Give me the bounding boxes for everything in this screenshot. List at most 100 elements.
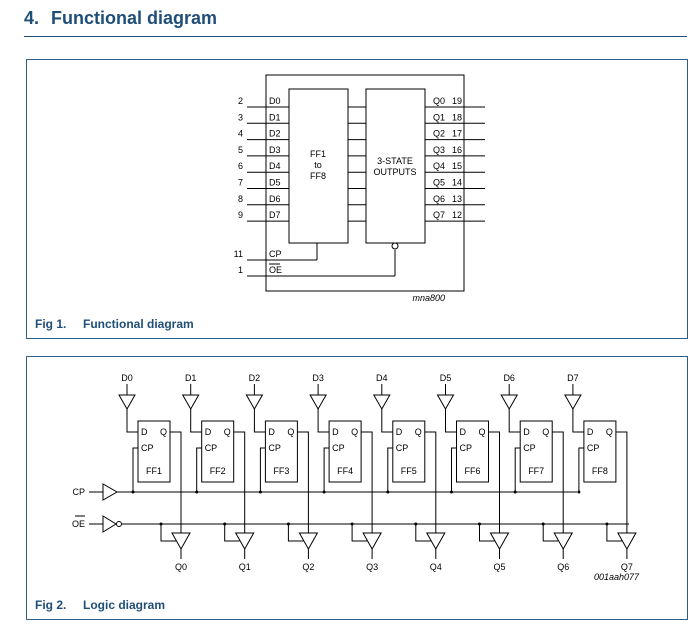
d-input-buffer (118, 394, 136, 411)
input-pin-label: D5 (269, 178, 281, 188)
ff-label: FF7 (528, 466, 544, 476)
ff-q-pin: Q (606, 427, 613, 437)
flip-flop (264, 420, 298, 483)
d-wire (572, 409, 584, 433)
flip-flop (201, 420, 235, 483)
d-input-label: D0 (121, 373, 133, 383)
flip-flop (137, 420, 171, 483)
oe-junction-dot (223, 522, 227, 526)
input-pin-number: 8 (238, 194, 243, 204)
fig1-id-code: mna800 (412, 293, 445, 303)
ff-cp-wire (132, 447, 138, 492)
ff-q-pin: Q (351, 427, 358, 437)
ff-label: FF4 (337, 466, 353, 476)
ff-cp-pin: CP (396, 443, 409, 453)
flip-flop (519, 420, 553, 483)
output-pin-label: Q1 (433, 112, 445, 122)
oe-junction-dot (541, 522, 545, 526)
cp-junction-dot (513, 490, 517, 494)
output-pin-number: 19 (452, 96, 462, 106)
oe-enable-wire (160, 524, 176, 542)
ff-cp-pin: CP (587, 443, 600, 453)
ff-d-pin: D (141, 427, 148, 437)
input-pin-number: 3 (238, 112, 243, 122)
fig1-caption-title: Functional diagram (83, 317, 194, 331)
cp-junction-dot (258, 490, 262, 494)
ff-cp-wire (323, 447, 330, 492)
ic-outline (265, 74, 465, 292)
input-pin-label: D4 (269, 161, 281, 171)
ff-cp-pin: CP (332, 443, 345, 453)
ff-q-pin: Q (160, 427, 167, 437)
oe-enable-wire (224, 524, 240, 542)
cp-junction-dot (577, 490, 581, 494)
ff-block-label-2: to (314, 160, 322, 170)
q-wire (233, 431, 246, 533)
ff-d-pin: D (396, 427, 403, 437)
q-output-label: Q3 (366, 562, 378, 572)
output-pin-label: Q6 (433, 194, 445, 204)
output-buffer (362, 532, 382, 551)
input-pin-label: D3 (269, 145, 281, 155)
input-pin-label: D6 (269, 194, 281, 204)
oe-pin-number: 1 (238, 265, 243, 275)
ff-label: FF8 (592, 466, 608, 476)
output-pin-label: Q3 (433, 145, 445, 155)
d-wire (317, 409, 330, 433)
output-buffer (234, 532, 255, 551)
oe-pin-label: OE (269, 265, 282, 275)
output-pin-number: 18 (452, 112, 462, 122)
out-block-label-2: OUTPUTS (373, 167, 416, 177)
output-pin-number: 16 (452, 145, 462, 155)
ff-label: FF3 (273, 466, 289, 476)
cp-buffer (102, 483, 119, 501)
q-wire (615, 431, 628, 533)
fig1-caption: Fig 1.Functional diagram (35, 317, 194, 331)
cp-junction-dot (386, 490, 390, 494)
d-input-label: D4 (376, 373, 388, 383)
q-output-label: Q0 (175, 562, 187, 572)
d-input-buffer (181, 394, 200, 411)
q-wire (424, 431, 437, 533)
fig2-caption-title: Logic diagram (83, 598, 166, 612)
input-pin-number: 9 (238, 210, 243, 220)
cp-pin-number: 11 (234, 249, 243, 259)
ff-q-pin: Q (542, 427, 549, 437)
oe-enable-wire (287, 524, 304, 542)
d-input-buffer (436, 394, 455, 411)
oe-enable-wire (542, 524, 559, 542)
ff-d-pin: D (205, 427, 212, 437)
cp-junction-dot (322, 490, 326, 494)
ff-q-pin: Q (479, 427, 486, 437)
q-wire (170, 431, 182, 533)
ff-cp-wire (578, 447, 584, 492)
output-pin-label: Q4 (433, 161, 445, 171)
d-wire (508, 409, 521, 433)
flip-flop (583, 420, 617, 483)
output-pin-label: Q5 (433, 178, 445, 188)
input-pin-label: D1 (269, 112, 281, 122)
ff-label: FF2 (210, 466, 226, 476)
d-input-label: D3 (312, 373, 324, 383)
oe-inverter-bubble (116, 521, 122, 527)
oe-enable-wire (415, 524, 431, 542)
q-wire (552, 431, 564, 533)
q-wire (488, 431, 500, 533)
oe-enable-wire (351, 524, 368, 542)
ff-d-pin: D (523, 427, 530, 437)
q-output-label: Q2 (302, 562, 314, 572)
d-input-label: D7 (567, 373, 579, 383)
input-pin-number: 7 (238, 178, 243, 188)
ff-block-label-3: FF8 (310, 171, 326, 181)
oe-junction-dot (159, 522, 163, 526)
q-output-label: Q1 (239, 562, 251, 572)
ff-cp-wire (196, 447, 202, 492)
oe-junction-dot (414, 522, 418, 526)
functional-diagram-svg: FF1 to FF8 3-STATE OUTPUTS 11 CP 1 OE mn… (234, 74, 485, 303)
d-input-label: D6 (503, 373, 515, 383)
ff-cp-wire (451, 447, 457, 492)
d-wire (445, 409, 457, 433)
fig2-caption: Fig 2.Logic diagram (35, 598, 165, 612)
input-pin-number: 6 (238, 161, 243, 171)
